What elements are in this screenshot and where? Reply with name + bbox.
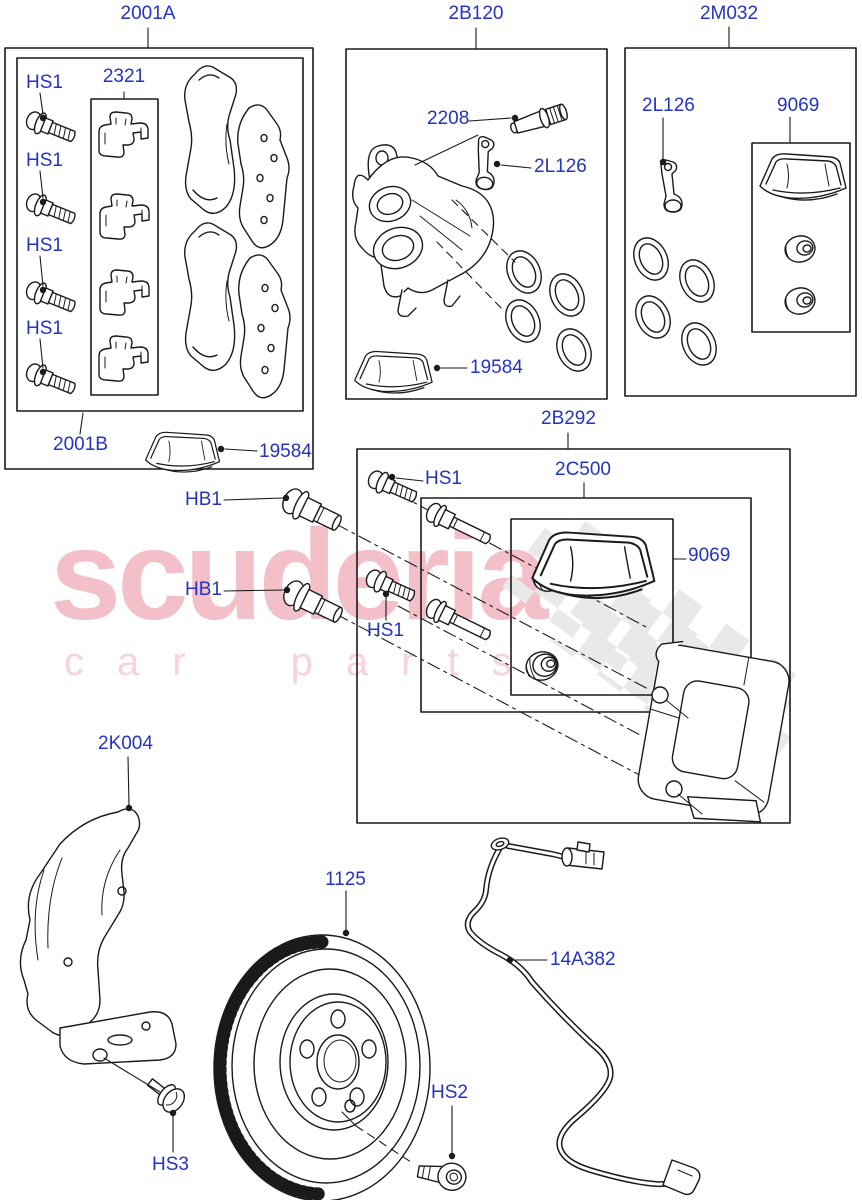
guide-pin-bolt-hs1 bbox=[364, 466, 421, 509]
callout-9069: 9069 bbox=[777, 95, 820, 116]
guide-pin-bolt-hs1 bbox=[362, 565, 419, 608]
box-2B292 bbox=[356, 448, 791, 824]
callout-1125: 1125 bbox=[325, 869, 366, 890]
caliper-anchor-bracket bbox=[637, 640, 790, 823]
callout-HS1: HS1 bbox=[26, 150, 63, 171]
leader-line bbox=[414, 134, 479, 166]
grease-sachet-9069 bbox=[531, 531, 656, 600]
anchor-bolt-hb1 bbox=[278, 575, 348, 631]
caliper-guide-pin bbox=[422, 594, 496, 648]
grease-sachet-19584 bbox=[144, 431, 221, 473]
leader-lines bbox=[39, 26, 791, 1154]
callout-HS3: HS3 bbox=[152, 1154, 189, 1175]
callout-HS1: HS1 bbox=[26, 235, 63, 256]
anchor-bolt-hb1 bbox=[277, 483, 347, 539]
caliper-guide-pin bbox=[422, 498, 496, 552]
hs2-alignment-dash bbox=[355, 1125, 415, 1165]
brake-caliper-drawing bbox=[351, 144, 495, 318]
callout-2B120: 2B120 bbox=[448, 3, 504, 24]
guide-pin-boot bbox=[522, 647, 562, 685]
callout-HB1: HB1 bbox=[185, 579, 222, 600]
brake-disc-drawing bbox=[213, 934, 431, 1200]
callout-2321: 2321 bbox=[102, 66, 146, 87]
hs2-screw-drawing bbox=[416, 1162, 467, 1191]
grease-sachet-19584 bbox=[354, 350, 433, 394]
callout-2M032: 2M032 bbox=[699, 3, 759, 24]
brake-dust-shield-drawing bbox=[19, 808, 177, 1065]
callout-2C500: 2C500 bbox=[555, 459, 611, 480]
callout-19584: 19584 bbox=[470, 357, 523, 378]
grease-sachet-9069 bbox=[759, 153, 847, 201]
callout-2L126: 2L126 bbox=[534, 156, 587, 177]
callout-2001A: 2001A bbox=[120, 3, 176, 24]
callout-HS2: HS2 bbox=[431, 1082, 468, 1103]
callout-2B292: 2B292 bbox=[541, 408, 596, 429]
bleed-screw-cap bbox=[781, 284, 819, 318]
repair-kit-seals bbox=[626, 231, 724, 372]
cap-pin-2L126 bbox=[660, 159, 683, 213]
wear-sensor-drawing bbox=[464, 837, 701, 1196]
callout-HB1: HB1 bbox=[185, 489, 222, 510]
callout-2K004: 2K004 bbox=[98, 733, 153, 754]
alignment-dashes bbox=[436, 199, 516, 311]
brake-pads bbox=[184, 65, 291, 399]
hs3-bolt-drawing bbox=[146, 1078, 186, 1113]
callout-2L126: 2L126 bbox=[642, 95, 695, 116]
bleed-screw-2208 bbox=[510, 103, 568, 134]
pad-clips-2321 bbox=[98, 111, 150, 382]
callout-HS1: HS1 bbox=[26, 72, 63, 93]
callout-2208: 2208 bbox=[427, 108, 470, 129]
callout-14A382: 14A382 bbox=[550, 949, 616, 970]
callout-HS1: HS1 bbox=[26, 318, 63, 339]
box-2001A bbox=[4, 47, 314, 470]
callout-HS1: HS1 bbox=[425, 468, 462, 489]
callout-19584: 19584 bbox=[259, 441, 312, 462]
callout-2001B: 2001B bbox=[53, 434, 108, 455]
leader-dots bbox=[39, 114, 667, 1160]
callout-HS1: HS1 bbox=[367, 620, 404, 641]
callout-9069: 9069 bbox=[688, 545, 731, 566]
box-2M032 bbox=[624, 47, 857, 397]
bleed-screw-cap bbox=[781, 232, 819, 266]
watermark-tagline-text: car parts bbox=[64, 640, 545, 684]
